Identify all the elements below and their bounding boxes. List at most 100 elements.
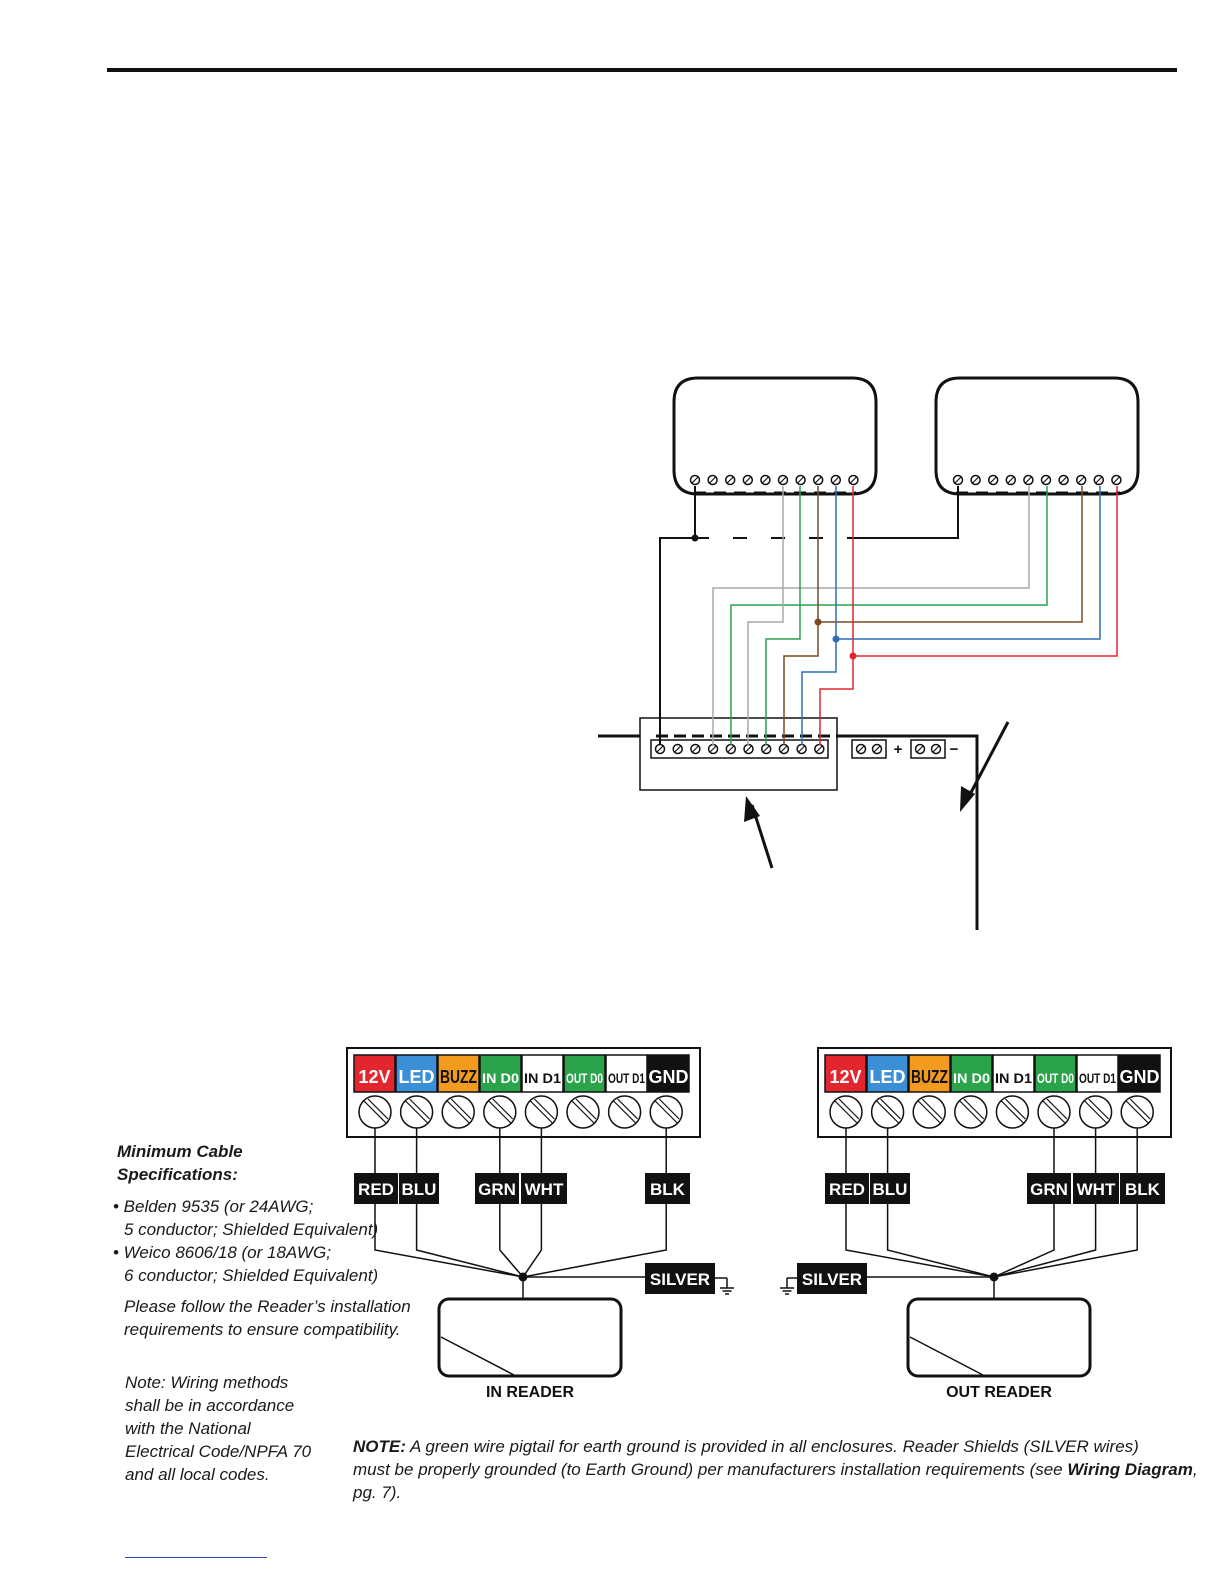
wiring-note-line-5: and all local codes.: [125, 1465, 270, 1484]
in-screw-slot-a-4: [488, 1100, 512, 1124]
out-label-in-d0: IN D0: [953, 1070, 990, 1086]
in-label-box-4: [479, 1054, 522, 1093]
out-reader-top-screw-7-slot: [1060, 476, 1068, 484]
in-screw-slot-b-3: [450, 1098, 472, 1120]
out-tag-blue: BLU: [873, 1180, 908, 1199]
out-screw-slot-a-2: [876, 1100, 900, 1124]
out-label-out-d1: OUT D1: [1079, 1070, 1116, 1086]
controller-screw-9-slot: [798, 745, 806, 753]
in-wire-fan-red: [374, 1204, 524, 1278]
out-reader-top-screw-4-slot: [1007, 476, 1015, 484]
spec-follow-line-2: requirements to ensure compatibility.: [124, 1320, 401, 1339]
in-tag-box-black: [645, 1173, 690, 1204]
out-wire-fan-white: [993, 1204, 1097, 1278]
power-screw-2-slot: [873, 745, 881, 753]
spec-title-line-1: Minimum Cable: [117, 1142, 243, 1161]
out-reader-top-screw-5-slot: [1024, 476, 1032, 484]
in-reader-body: [437, 1297, 623, 1378]
black-shield-wire-out: [860, 486, 959, 539]
controller-screw-3-slot: [691, 745, 699, 753]
in-reader-box-top: [672, 376, 878, 496]
out-screw-slot-a-4: [959, 1100, 983, 1124]
controller-schematic: + −: [598, 376, 1140, 930]
in-label-in-d0: IN D0: [482, 1070, 519, 1086]
in-label-12v: 12V: [358, 1067, 390, 1087]
in-screw-slot-b-8: [658, 1098, 680, 1120]
out-reader-diagonal: [909, 1336, 984, 1376]
shield-junction-dot: [691, 534, 699, 542]
in-label-in-d1: IN D1: [524, 1070, 561, 1086]
in-tag-box-green: [475, 1173, 519, 1204]
in-reader-top-screw-3-slot: [726, 476, 734, 484]
ground-note-line-2: must be properly grounded (to Earth Grou…: [353, 1458, 1224, 1504]
in-label-box-2: [395, 1054, 438, 1093]
in-screw-slot-a-3: [446, 1100, 470, 1124]
out-tag-green: GRN: [1030, 1180, 1068, 1199]
out-label-box-4: [950, 1054, 993, 1093]
in-reader-green-wire: [765, 486, 801, 745]
in-label-gnd: GND: [649, 1067, 689, 1087]
in-label-out-d0: OUT D0: [566, 1070, 603, 1086]
in-wire-fan-green: [499, 1204, 524, 1278]
in-reader-top-screw-7-slot: [797, 476, 805, 484]
ground-note-text-2c: , pg. 7).: [353, 1460, 1198, 1502]
power-plus-label: +: [894, 741, 903, 758]
in-wire-fan-blue: [415, 1204, 524, 1278]
out-reader-top-screw-6-slot: [1042, 476, 1050, 484]
in-reader-white-wire: [747, 486, 784, 745]
out-label-box-7: [1076, 1054, 1119, 1093]
in-tag-blue: BLU: [402, 1180, 437, 1199]
out-silver-tag: SILVER: [802, 1270, 862, 1289]
in-label-box-5: [521, 1054, 564, 1093]
out-screw-slot-b-3: [921, 1098, 943, 1120]
in-reader-blue-wire: [801, 486, 837, 745]
controller-screw-4-slot: [709, 745, 717, 753]
in-tag-white: WHT: [525, 1180, 564, 1199]
in-wire-fan-white: [522, 1204, 543, 1278]
out-screw-slot-b-4: [963, 1098, 985, 1120]
out-label-buzz: BUZZ: [911, 1067, 948, 1087]
out-tag-box-green: [1027, 1173, 1071, 1204]
in-screw-slot-a-8: [654, 1100, 678, 1124]
in-tag-box-blue: [399, 1173, 439, 1204]
in-screw-slot-a-5: [529, 1100, 553, 1124]
out-reader-top-screw-10-slot: [1112, 476, 1120, 484]
ground-arrow-head: [960, 786, 975, 812]
spec-item-2-line-1: • Weico 8606/18 (or 18AWG;: [113, 1243, 331, 1262]
in-reader-top-screw-4-slot: [744, 476, 752, 484]
power-minus-label: −: [950, 741, 959, 758]
out-reader-top-screw-3-slot: [989, 476, 997, 484]
out-reader-caption: OUT READER: [946, 1384, 1052, 1401]
out-screw-slot-a-8: [1125, 1100, 1149, 1124]
in-wire-fan-black: [522, 1204, 667, 1278]
in-tag-box-white: [521, 1173, 567, 1204]
in-screw-slot-a-6: [571, 1100, 595, 1124]
ground-note-label: NOTE:: [353, 1437, 406, 1456]
out-label-box-6: [1034, 1054, 1077, 1093]
in-label-box-1: [353, 1054, 396, 1093]
brown-junction-dot: [814, 618, 822, 626]
out-label-12v: 12V: [829, 1067, 861, 1087]
out-wire-fan-red: [845, 1204, 995, 1278]
aux-terminal-block: [851, 739, 887, 759]
ground-note-line-1: NOTE: A green wire pigtail for earth gro…: [353, 1435, 1139, 1458]
in-screw-slot-b-1: [367, 1098, 389, 1120]
in-screw-slot-a-1: [363, 1100, 387, 1124]
out-reader-white-wire: [712, 486, 1030, 745]
out-reader-top-screw-2-slot: [972, 476, 980, 484]
out-screw-slot-a-5: [1000, 1100, 1024, 1124]
out-label-box-5: [992, 1054, 1035, 1093]
out-label-gnd: GND: [1120, 1067, 1160, 1087]
out-wire-fan-green: [993, 1204, 1055, 1278]
in-label-out-d1: OUT D1: [608, 1070, 645, 1086]
out-tag-box-white: [1073, 1173, 1119, 1204]
wiring-diagram-reference: Wiring Diagram: [1067, 1460, 1193, 1479]
out-tag-red: RED: [829, 1180, 865, 1199]
wiring-note-line-2: shall be in accordance: [125, 1396, 295, 1415]
out-reader-top-screw-1-slot: [954, 476, 962, 484]
in-label-buzz: BUZZ: [440, 1067, 477, 1087]
out-wire-fan-blue: [886, 1204, 995, 1278]
controller-screw-2-slot: [674, 745, 682, 753]
